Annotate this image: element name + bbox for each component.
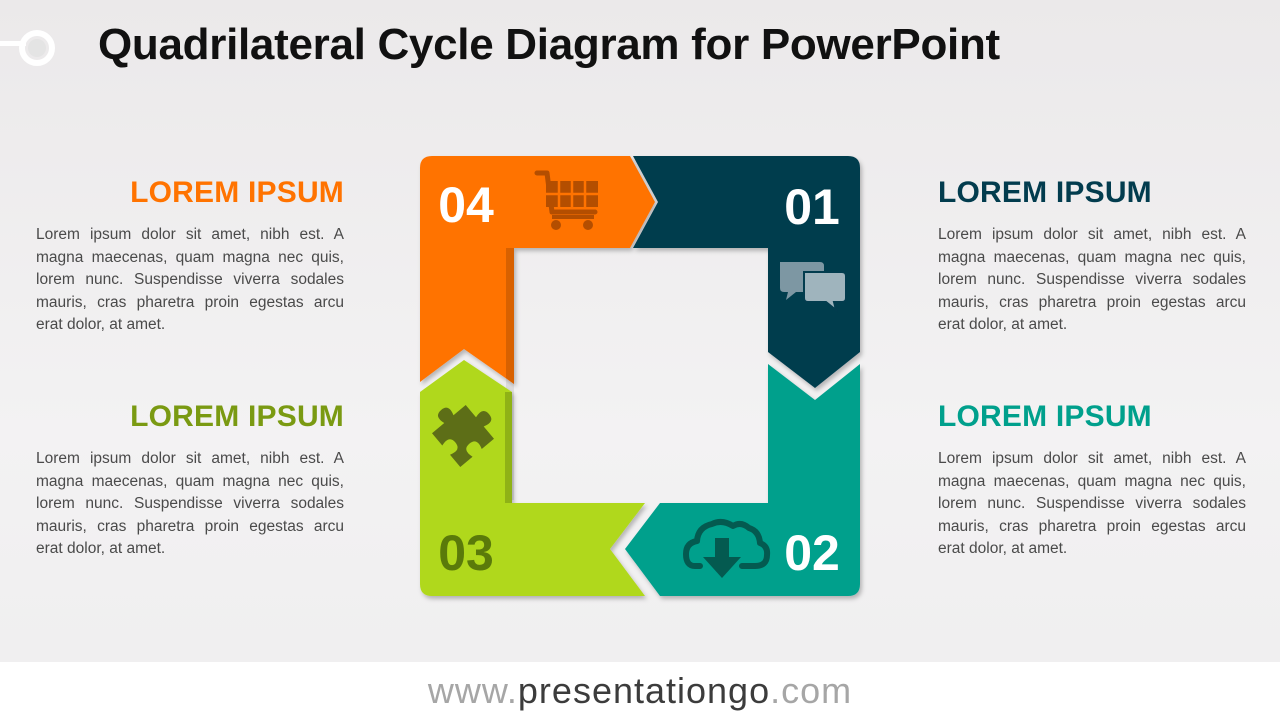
block-body: Lorem ipsum dolor sit amet, nibh est. A … [938, 226, 1246, 333]
block-body: Lorem ipsum dolor sit amet, nibh est. A … [36, 226, 344, 333]
step-number-03: 03 [438, 525, 494, 581]
cloud-download-icon [683, 518, 771, 578]
segment-02 [625, 364, 860, 596]
block-heading: LOREM IPSUM [938, 176, 1152, 209]
footer-suffix: .com [770, 670, 853, 711]
text-block-top-right: LOREM IPSUM Lorem ipsum dolor sit amet, … [938, 176, 1246, 337]
step-number-04: 04 [438, 177, 494, 233]
footer-prefix: www. [427, 670, 518, 711]
step-number-01: 01 [784, 179, 840, 235]
puzzle-piece-icon [432, 405, 494, 467]
shopping-cart-icon [534, 170, 598, 230]
page-title: Quadrilateral Cycle Diagram for PowerPoi… [98, 20, 1000, 69]
footer-brand: presentationgo [517, 670, 771, 711]
text-block-bottom-left: LOREM IPSUM Lorem ipsum dolor sit amet, … [36, 400, 344, 561]
footer-website: www.presentationgo.com [0, 662, 1280, 720]
text-block-top-left: LOREM IPSUM Lorem ipsum dolor sit amet, … [36, 176, 344, 337]
block-body: Lorem ipsum dolor sit amet, nibh est. A … [938, 450, 1246, 557]
segment-01 [633, 156, 860, 388]
step-number-02: 02 [784, 525, 840, 581]
text-block-bottom-right: LOREM IPSUM Lorem ipsum dolor sit amet, … [938, 400, 1246, 561]
block-body: Lorem ipsum dolor sit amet, nibh est. A … [36, 450, 344, 557]
presentationgo-logo-icon [0, 30, 55, 66]
block-heading: LOREM IPSUM [938, 400, 1152, 433]
chat-bubbles-icon [780, 262, 847, 313]
block-heading: LOREM IPSUM [130, 400, 344, 433]
quadrilateral-cycle-diagram: 04 01 02 03 [420, 156, 860, 596]
block-heading: LOREM IPSUM [130, 176, 344, 209]
